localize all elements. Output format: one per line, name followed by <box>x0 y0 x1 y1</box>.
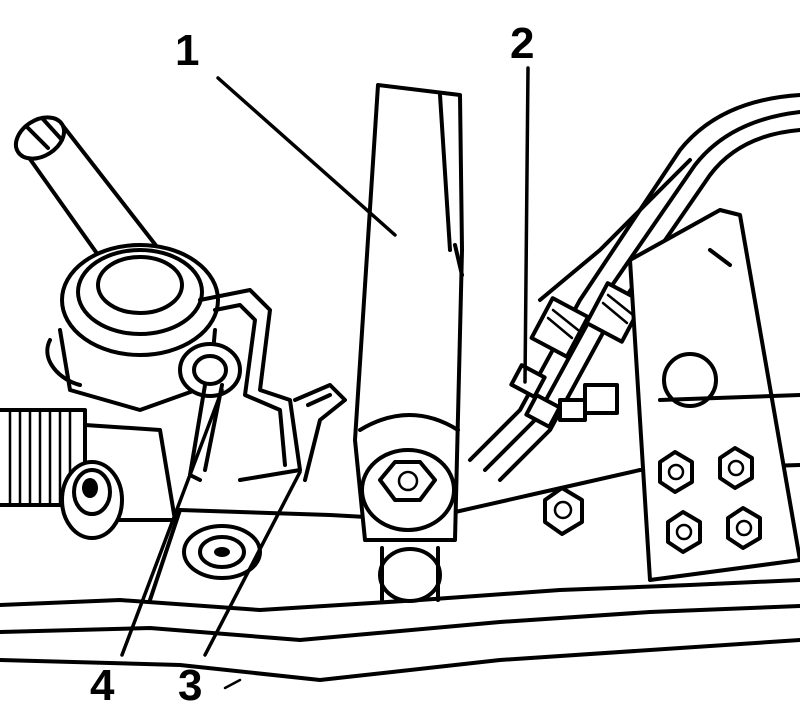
mounting-bracket <box>628 208 800 582</box>
leader-3 <box>203 470 302 657</box>
pinion-washer <box>182 524 262 580</box>
left-bolt <box>60 460 124 540</box>
tool-lever <box>353 83 464 603</box>
leader-1 <box>216 76 397 237</box>
pipe-fittings-mid <box>558 383 619 422</box>
callout-2-label: 2 <box>510 19 534 68</box>
leader-2 <box>523 66 530 384</box>
pinion-housing <box>45 243 220 412</box>
callout-labels: 1 2 3 4 <box>90 19 534 710</box>
callout-leaders <box>120 66 530 657</box>
pipe-clips <box>509 281 645 429</box>
tool-nut <box>360 448 456 532</box>
frame-nut <box>543 486 584 536</box>
hydraulic-pipes-left <box>178 288 347 482</box>
callout-3-label: 3 <box>178 661 202 710</box>
callout-4-label: 4 <box>90 661 115 710</box>
leader-4 <box>120 388 224 657</box>
subframe <box>0 463 800 690</box>
hydraulic-pipes-right <box>468 93 800 482</box>
steering-boot <box>0 408 177 522</box>
callout-1-label: 1 <box>175 26 199 75</box>
bracket-nuts <box>658 446 762 554</box>
